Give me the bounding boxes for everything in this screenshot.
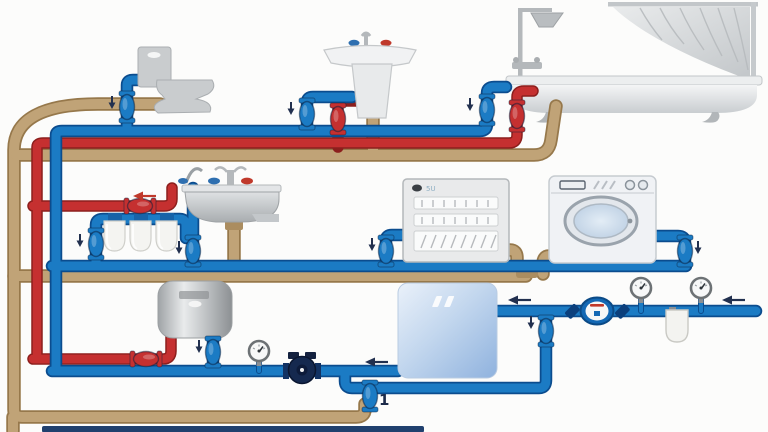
inlet-filter-housing bbox=[665, 309, 689, 343]
tub-hot-valve bbox=[508, 99, 526, 133]
flow-arrow-down bbox=[286, 101, 296, 116]
kitchen-sink bbox=[178, 166, 282, 223]
bath-sink-hot-valve bbox=[329, 102, 347, 136]
pedestal-sink bbox=[323, 31, 417, 119]
toilet-valve bbox=[118, 90, 136, 124]
kitchen-hot-handle bbox=[241, 177, 253, 185]
heater-tank bbox=[157, 280, 233, 339]
toilet bbox=[137, 46, 215, 114]
washing-machine bbox=[548, 175, 657, 264]
tub-foot bbox=[702, 112, 720, 123]
tank-logo-icon bbox=[432, 296, 455, 307]
drain-pipes bbox=[6, 97, 566, 432]
heater-inlet-valve bbox=[204, 335, 222, 369]
washer-display bbox=[559, 180, 586, 190]
water-heater bbox=[157, 280, 233, 339]
heater-panel bbox=[179, 291, 209, 299]
filter-cartridge bbox=[155, 220, 178, 252]
flow-arrow-down bbox=[194, 339, 204, 354]
kitchen-mixer-faucet bbox=[227, 170, 234, 186]
kitchen-cold-handle bbox=[208, 177, 220, 185]
filter-cartridge bbox=[103, 220, 126, 252]
dishwasher-valve bbox=[377, 234, 395, 268]
kitchen-hot-valve bbox=[123, 197, 157, 215]
filter-tap-handle bbox=[178, 178, 188, 184]
tub-cold-valve bbox=[478, 93, 496, 127]
footer-bar bbox=[42, 426, 424, 432]
hot-tap-handle bbox=[380, 39, 392, 47]
kitchen-basin-step bbox=[252, 214, 279, 222]
dishwasher-logo-icon bbox=[412, 184, 422, 192]
system-drain-valve bbox=[361, 379, 379, 413]
washer-valve bbox=[676, 234, 694, 268]
shower-curtain bbox=[608, 2, 758, 86]
washer-knob bbox=[637, 179, 649, 191]
circulation-pump bbox=[283, 352, 321, 385]
curtain-rod-post bbox=[751, 2, 756, 86]
heater-dial bbox=[188, 300, 202, 308]
flow-arrow-left bbox=[506, 294, 533, 306]
storage-tank bbox=[397, 282, 498, 379]
filter-branch-valve bbox=[87, 227, 105, 261]
washer-knob bbox=[624, 179, 636, 191]
curtain-rod bbox=[608, 2, 758, 7]
dishwasher-racks bbox=[413, 196, 499, 252]
shower-head-icon bbox=[530, 12, 564, 28]
flow-arrow-down bbox=[693, 240, 703, 255]
bath-sink-cold-valve bbox=[298, 97, 316, 131]
drain-valve-tag: 1 bbox=[379, 391, 389, 409]
flow-arrow-left bbox=[720, 294, 747, 306]
shower-arm bbox=[518, 8, 552, 12]
flow-arrow-down bbox=[75, 233, 85, 248]
tub-faucet bbox=[512, 62, 542, 69]
kitchen-cold-valve bbox=[184, 234, 202, 268]
tub-body bbox=[510, 85, 757, 113]
dishwasher: 5U bbox=[402, 178, 510, 263]
cold-tap-handle bbox=[348, 39, 360, 47]
water-filter-cartridges bbox=[103, 213, 178, 252]
sink-basin bbox=[323, 44, 417, 68]
pressure-gauge bbox=[247, 339, 271, 368]
dishwasher-logo-text: 5U bbox=[426, 185, 436, 193]
pressure-gauge bbox=[629, 276, 653, 305]
bypass-valve bbox=[537, 314, 555, 348]
flow-arrow-down bbox=[465, 97, 475, 112]
filter-cartridge bbox=[129, 220, 152, 252]
toilet-bowl bbox=[153, 79, 215, 114]
tank-body bbox=[397, 282, 498, 379]
pressure-gauge bbox=[689, 276, 713, 305]
bathtub bbox=[505, 75, 763, 123]
heater-outlet-valve bbox=[129, 350, 163, 368]
tub-rim bbox=[505, 75, 763, 86]
flow-arrow-down bbox=[367, 237, 377, 252]
shower bbox=[512, 8, 564, 76]
washer-vents bbox=[593, 180, 616, 190]
inlet-filter bbox=[665, 307, 689, 343]
toilet-tank bbox=[137, 46, 172, 88]
filtered-water-faucet bbox=[184, 167, 203, 184]
sink-faucet bbox=[360, 31, 372, 37]
water-meter bbox=[565, 296, 630, 326]
flow-arrow-down bbox=[526, 315, 536, 330]
meter-register bbox=[590, 304, 604, 307]
drain-trap-fitting bbox=[225, 221, 243, 230]
shower-riser-pipe bbox=[518, 8, 523, 76]
sink-pedestal bbox=[351, 63, 393, 119]
toilet-flush-button bbox=[147, 52, 161, 58]
